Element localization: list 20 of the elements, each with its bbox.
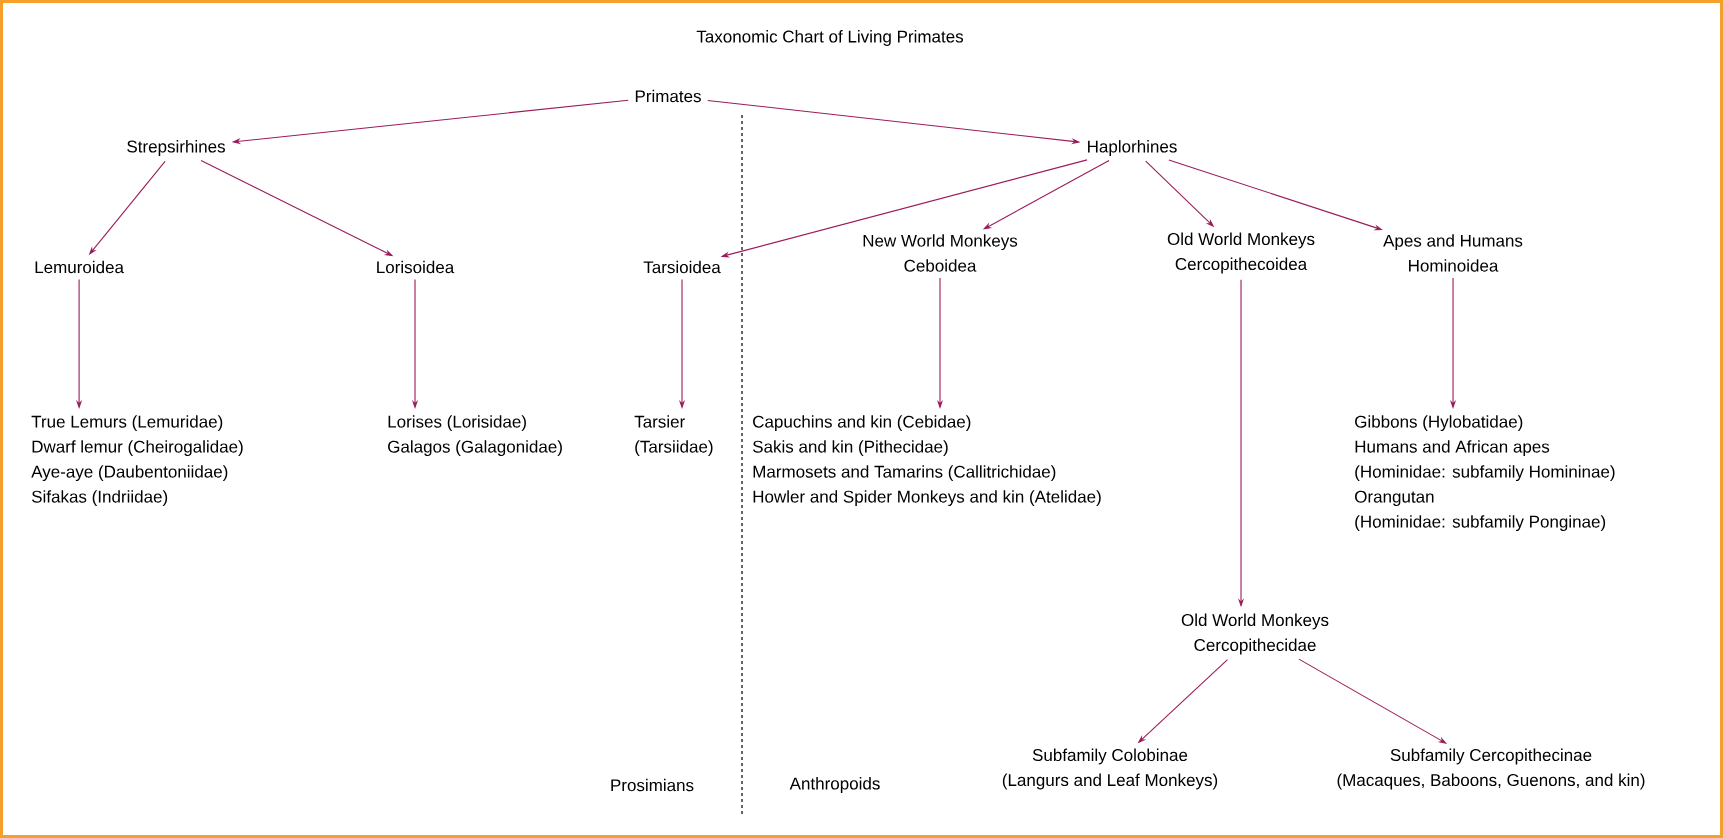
taxon-label: Tarsioidea: [643, 260, 721, 274]
taxon-label: New World Monkeys Ceboidea: [863, 234, 1018, 272]
taxon-label: Haplorhines: [1088, 140, 1177, 156]
taxon-list: Gibbons (Hylobatidae) Humans and African apes (Hominidae: subfamily Homininae) Orangutan (Hominidae: subfamily Ponginae): [1355, 415, 1615, 532]
group-label: Prosimians: [611, 778, 694, 792]
taxon-list: True Lemurs (Lemuridae) Dwarf lemur (Cheirogalidae) Aye-aye (Daubentoniidae) Sifakas (Indriidae): [31, 415, 243, 507]
taxon-list: Capuchins and kin (Cebidae) Sakis and kin (Pithecidae) Marmosets and Tamarins (Callitrichidae) Howler and Spider Monkeys and kin (Atelidae): [753, 415, 1101, 507]
title: Taxonomic Chart of Living Primates: [696, 30, 964, 46]
taxon-label: Strepsirhines: [127, 140, 225, 156]
taxon-label: Lorisoidea: [377, 260, 455, 274]
taxon-label: Old World Monkeys Cercopithecidae: [1181, 613, 1329, 655]
taxon-label: Primates: [635, 89, 701, 103]
taxon-list: Tarsier (Tarsiidae): [634, 415, 713, 457]
taxon-label: Subfamily Cercopithecinae (Macaques, Baboons, Guenons, and kin): [1337, 748, 1645, 790]
taxon-label: Apes and Humans Hominoidea: [1383, 234, 1523, 272]
taxon-label: Lemuroidea: [35, 260, 124, 274]
group-label: Anthropoids: [789, 777, 880, 793]
taxon-label: Subfamily Colobinae (Langurs and Leaf Monkeys): [1002, 748, 1218, 790]
taxon-label: Old World Monkeys Cercopithecoidea: [1167, 232, 1315, 274]
taxon-list: Lorises (Lorisidae) Galagos (Galagonidae): [388, 415, 562, 457]
